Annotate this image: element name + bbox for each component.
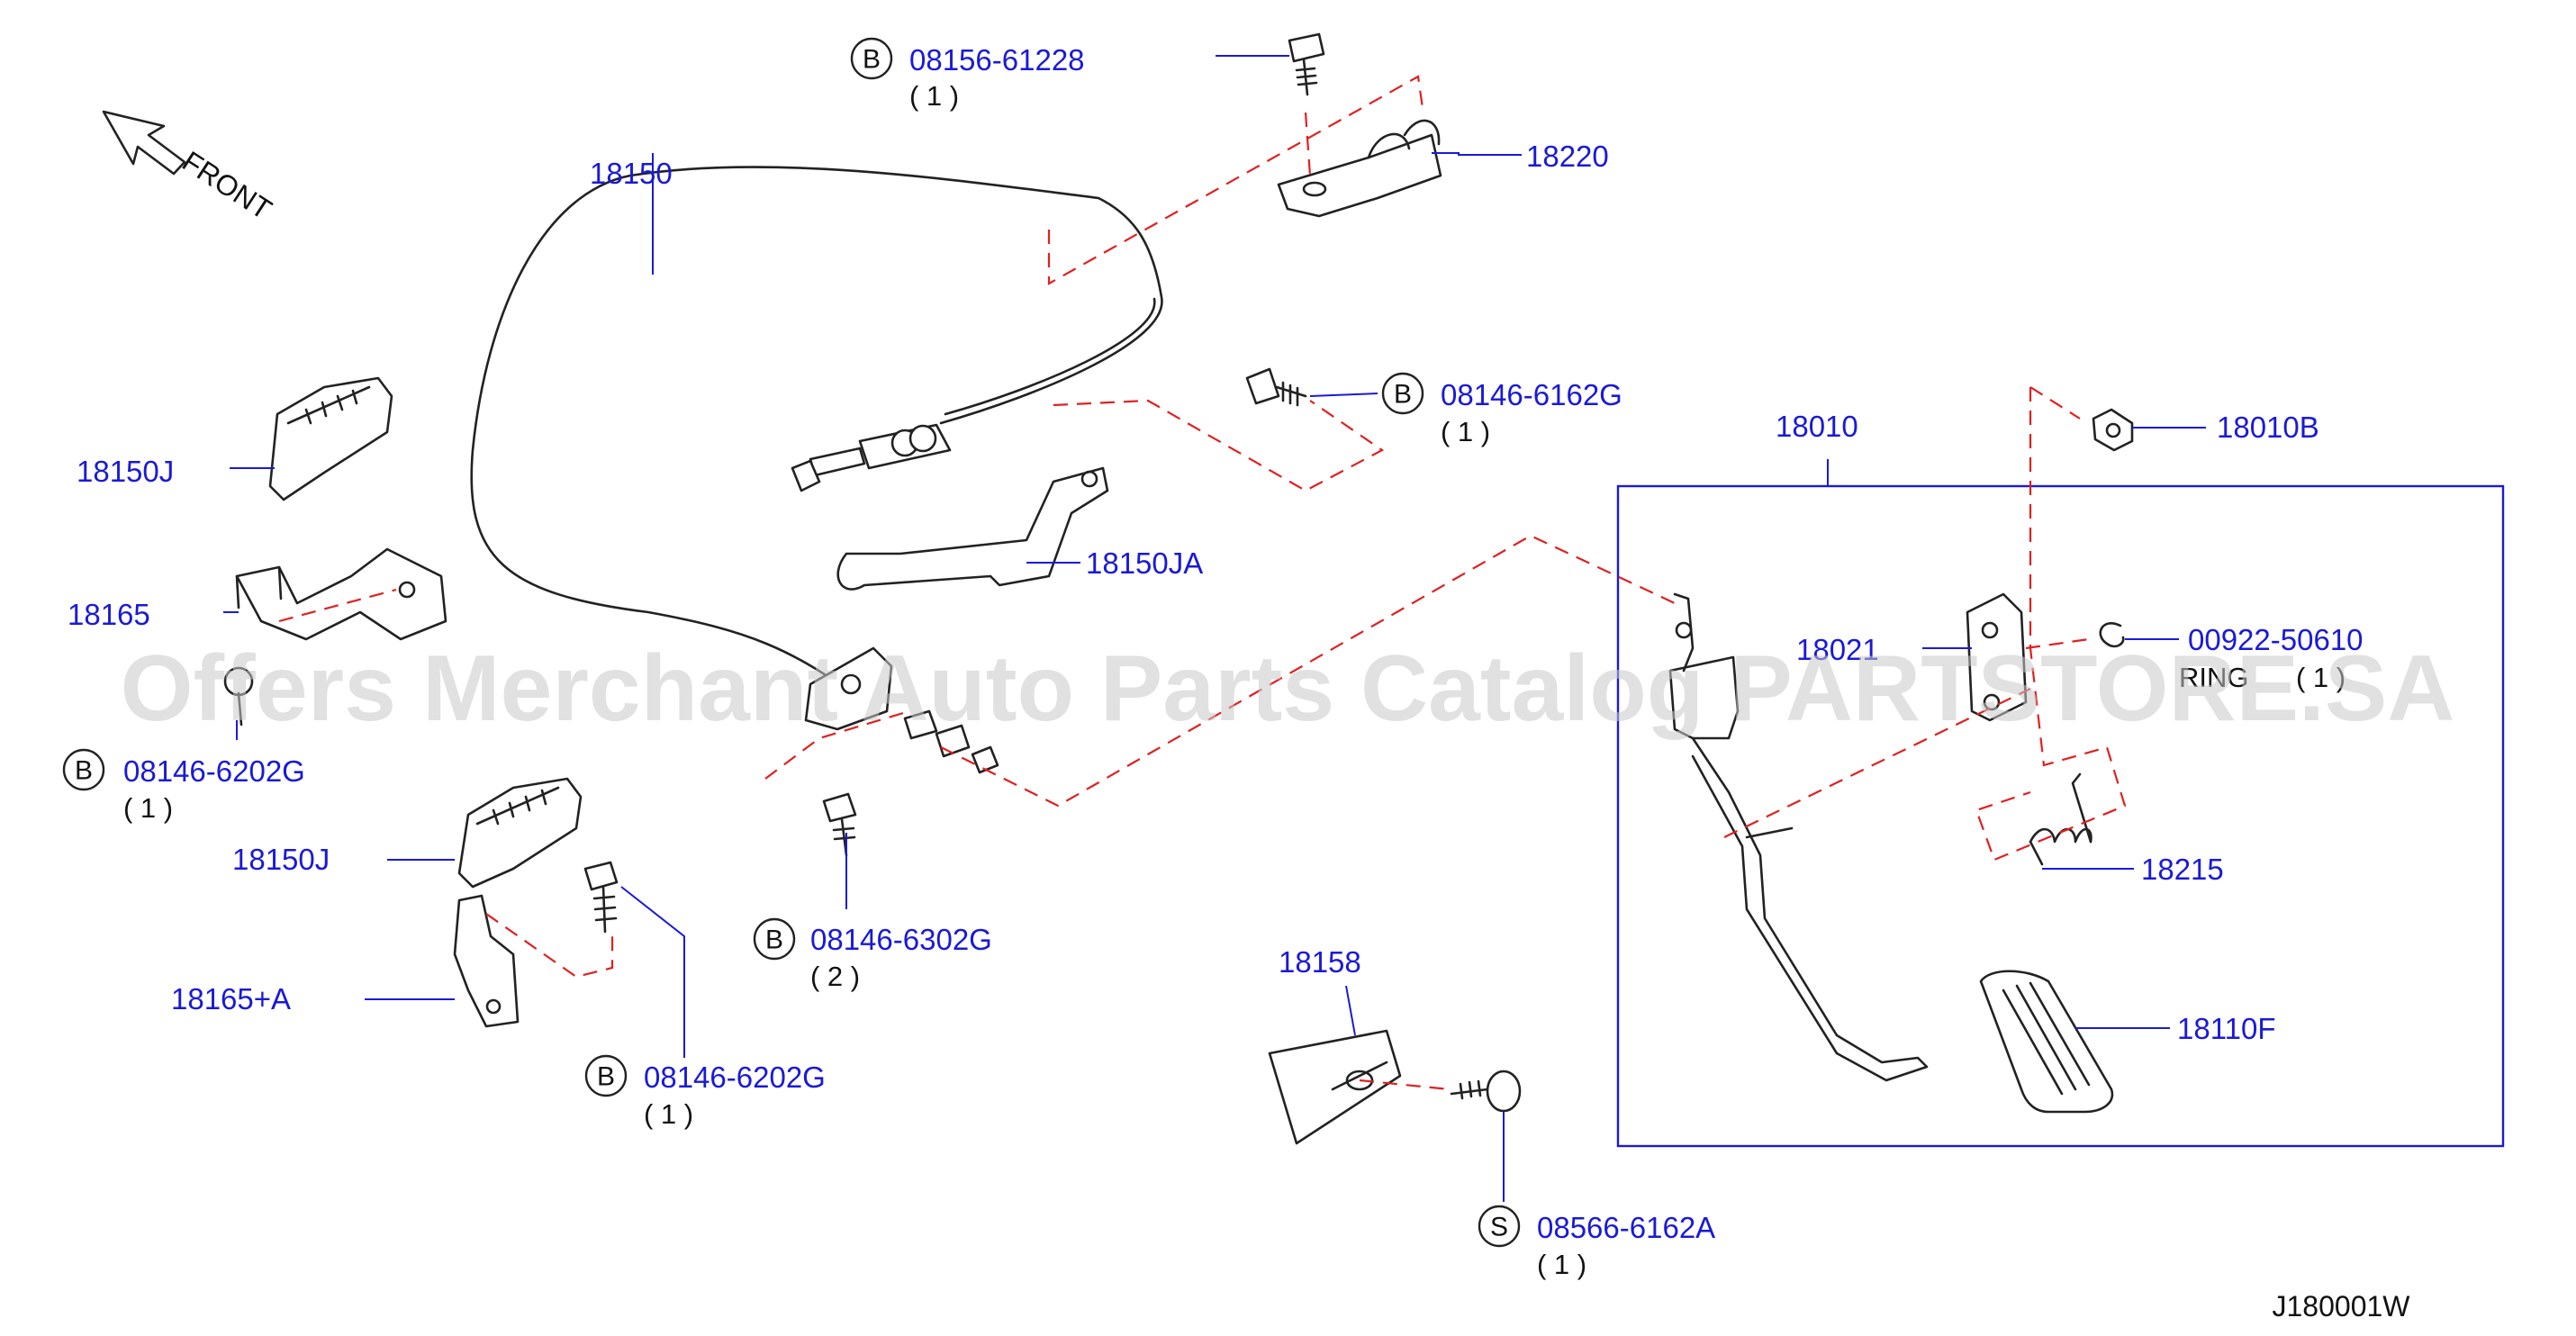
svg-text:( 1 ): ( 1 ): [1441, 416, 1490, 447]
svg-text:( 1 ): ( 1 ): [123, 792, 173, 824]
label-18158: 18158: [1279, 945, 1361, 979]
clip-18150j: [457, 777, 583, 889]
label-18010b: 18010B: [2217, 411, 2319, 444]
pedal-arm: [1668, 592, 1929, 1082]
screw-icon: [1450, 1070, 1522, 1113]
cable-bracket: [804, 646, 893, 731]
label-18150j-bottom: 18150J: [232, 843, 330, 876]
fastener-callout-08146-6202g-bottom: B 08146-6202G ( 1 ): [584, 1054, 826, 1130]
bracket-18150ja: [836, 466, 1109, 591]
bolt-icon: [583, 861, 619, 934]
clip-18150j: [268, 376, 393, 501]
fastener-callout-08566-6162a: S 08566-6162A ( 1 ): [1478, 1205, 1715, 1280]
label-18110f: 18110F: [2177, 1012, 2275, 1045]
assembly-lines: [278, 75, 2127, 1091]
svg-text:08146-6302G: 08146-6302G: [810, 923, 992, 956]
label-18215: 18215: [2141, 853, 2224, 886]
svg-text:B: B: [75, 756, 93, 786]
label-18165: 18165: [68, 598, 150, 631]
stopper-18158: [1268, 1029, 1402, 1145]
pedal-assembly-box: [1616, 484, 2505, 1148]
front-arrow-icon: [102, 110, 186, 176]
bracket-18165a: [453, 894, 520, 1028]
leader-lines: [223, 55, 2206, 1202]
label-18010: 18010: [1776, 410, 1858, 443]
bolt-icon: [1245, 367, 1307, 407]
svg-text:B: B: [1394, 380, 1412, 410]
fastener-callout-08146-6302g: B 08146-6302G ( 2 ): [753, 917, 992, 992]
label-18021: 18021: [1796, 633, 1879, 666]
bracket-18021: [1966, 592, 2028, 722]
watermark-text: Offers Merchant Auto Parts Catalog PARTS…: [121, 636, 2455, 741]
svg-text:( 2 ): ( 2 ): [810, 961, 860, 992]
pedal-pad-18110f: [1979, 970, 2114, 1114]
spring-18215: [2029, 772, 2092, 866]
label-00922: 00922-50610: [2188, 623, 2364, 656]
svg-text:( 1 ): ( 1 ): [644, 1098, 693, 1130]
label-18220: 18220: [1526, 140, 1609, 173]
label-ring: RING: [2179, 662, 2249, 693]
label-18150: 18150: [590, 157, 673, 190]
nut-icon: [2092, 408, 2134, 452]
svg-text:S: S: [1490, 1213, 1508, 1242]
accelerator-cable: [470, 166, 1163, 774]
svg-text:( 1 ): ( 1 ): [909, 80, 959, 112]
bolt-icon: [1288, 32, 1325, 96]
label-18150ja: 18150JA: [1086, 546, 1203, 580]
ring-icon: [2099, 622, 2125, 648]
svg-text:( 1 ): ( 1 ): [1537, 1249, 1586, 1280]
fastener-callout-08146-6162g: B 08146-6162G ( 1 ): [1381, 372, 1622, 447]
svg-text:B: B: [863, 45, 881, 75]
bracket-18165: [235, 547, 447, 641]
qty-ring: ( 1 ): [2296, 662, 2346, 693]
fastener-callout-08156-61228: B 08156-61228 ( 1 ): [850, 37, 1085, 112]
fastener-callout-08146-6202g-top: B 08146-6202G ( 1 ): [62, 748, 305, 824]
svg-text:08156-61228: 08156-61228: [909, 43, 1085, 77]
svg-text:08146-6162G: 08146-6162G: [1441, 378, 1622, 411]
bracket-18220: [1277, 119, 1442, 218]
bolt-icon: [822, 792, 857, 857]
label-18165a: 18165+A: [171, 982, 291, 1016]
front-label: FRONT: [176, 145, 277, 226]
svg-text:08146-6202G: 08146-6202G: [644, 1061, 826, 1094]
svg-text:08566-6162A: 08566-6162A: [1537, 1211, 1715, 1244]
svg-text:B: B: [597, 1062, 615, 1092]
bolt-icon: [223, 666, 254, 727]
svg-text:08146-6202G: 08146-6202G: [123, 754, 305, 788]
svg-text:B: B: [765, 925, 783, 955]
label-18150j-top: 18150J: [77, 455, 174, 488]
diagram-code: J180001W: [2273, 1290, 2411, 1322]
